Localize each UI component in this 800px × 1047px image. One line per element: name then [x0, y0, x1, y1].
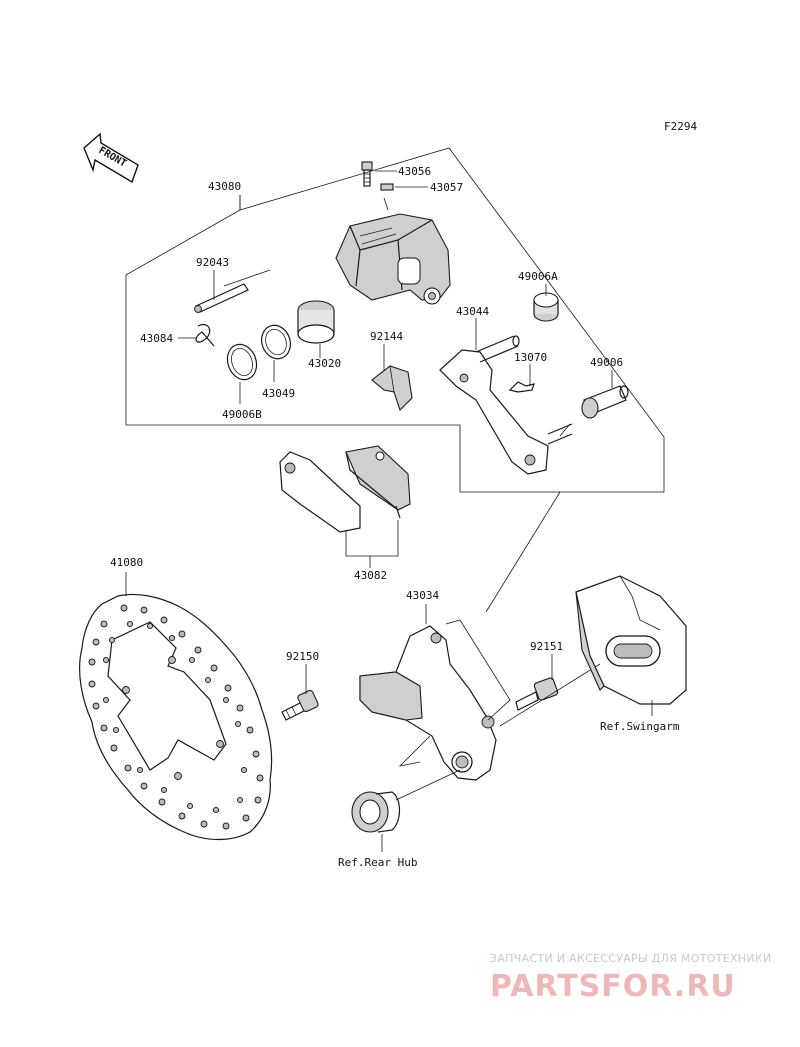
watermark-brand: PARTSFOR.RU	[490, 969, 736, 1004]
label-92144: 92144	[370, 330, 403, 343]
brake-pad-front	[345, 445, 411, 519]
label-13070: 13070	[514, 351, 547, 364]
pad-spring	[371, 365, 413, 412]
bracket-bolt	[515, 677, 559, 711]
label-43082: 43082	[354, 569, 387, 582]
retaining-clip	[195, 324, 215, 347]
label-43020: 43020	[308, 357, 341, 370]
label-49006A: 49006A	[518, 270, 558, 283]
front-arrow-icon: FRONT	[83, 132, 139, 184]
brake-disc	[79, 593, 273, 841]
label-43080: 43080	[208, 180, 241, 193]
label-92043: 92043	[196, 256, 229, 269]
label-43034: 43034	[406, 589, 439, 602]
label-92151: 92151	[530, 640, 563, 653]
rear-hub-collar	[351, 791, 401, 833]
caliper-body	[335, 213, 451, 305]
bleeder-cap	[380, 183, 394, 191]
pad-clip	[508, 381, 535, 393]
dust-seal	[226, 343, 258, 381]
diagram-code: F2294	[664, 120, 697, 133]
label-92150: 92150	[286, 650, 319, 663]
label-41080: 41080	[110, 556, 143, 569]
label-43044: 43044	[456, 305, 489, 318]
piston-seal	[261, 324, 291, 360]
caliper-pin	[194, 283, 249, 313]
caliper-piston	[297, 300, 335, 344]
label-49006: 49006	[590, 356, 623, 369]
disc-vent-holes	[88, 604, 264, 830]
label-49006B: 49006B	[222, 408, 262, 421]
label-43084: 43084	[140, 332, 173, 345]
label-43049: 43049	[262, 387, 295, 400]
caliper-bracket	[439, 335, 573, 475]
bleeder-valve	[361, 161, 373, 187]
pin-boot-b	[581, 385, 629, 419]
ref-swingarm: Ref.Swingarm	[600, 720, 680, 733]
swingarm-end	[575, 575, 687, 705]
label-43056: 43056	[398, 165, 431, 178]
watermark-tagline: ЗАПЧАСТИ И АКСЕССУАРЫ ДЛЯ МОТОТЕХНИКИ	[490, 952, 772, 965]
brake-pad-rear	[279, 451, 361, 533]
ref-rear-hub: Ref.Rear Hub	[338, 856, 417, 869]
label-43057: 43057	[430, 181, 463, 194]
disc-bolt	[281, 689, 319, 721]
caliper-assembly-outline	[125, 147, 665, 493]
caliper-mount-bracket	[359, 625, 497, 781]
pin-boot-a	[533, 292, 559, 322]
